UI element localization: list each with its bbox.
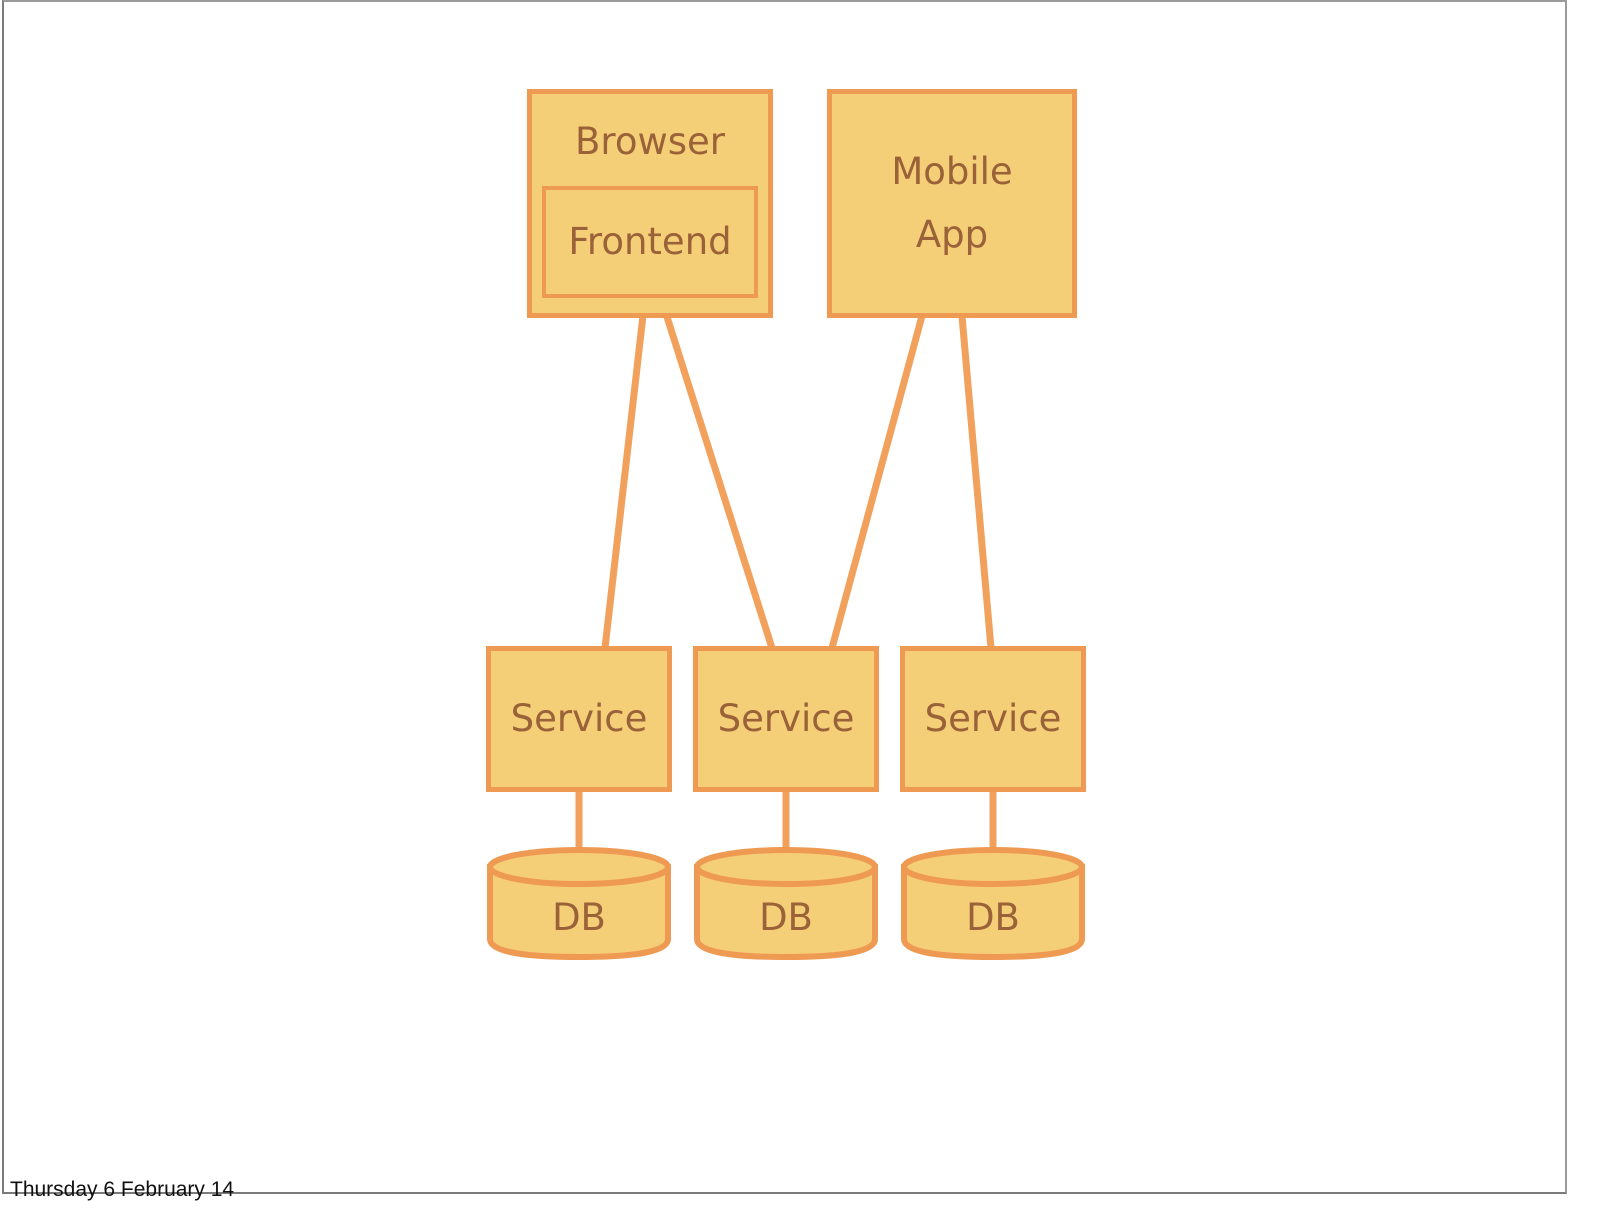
node-database-2[interactable]: DB — [693, 845, 879, 961]
node-service-3-label: Service — [924, 697, 1062, 741]
node-database-3[interactable]: DB — [900, 845, 1086, 961]
node-browser-label: Browser — [575, 120, 725, 163]
node-service-2-label: Service — [717, 697, 855, 741]
node-database-3-label: DB — [966, 895, 1020, 939]
node-service-1[interactable]: Service — [486, 646, 672, 792]
node-service-1-label: Service — [510, 697, 648, 741]
node-service-3[interactable]: Service — [900, 646, 1086, 792]
node-mobile-app[interactable]: Mobile App — [827, 89, 1077, 318]
node-database-1-label: DB — [552, 895, 606, 939]
slide-frame — [2, 0, 1567, 1194]
database-cylinder-icon — [901, 847, 1085, 961]
node-mobile-app-label-line-2: App — [915, 212, 989, 256]
node-database-1[interactable]: DB — [486, 845, 672, 961]
node-database-2-label: DB — [759, 895, 813, 939]
database-cylinder-icon — [487, 847, 671, 961]
footer-date: Thursday 6 February 14 — [10, 1178, 235, 1201]
database-cylinder-icon — [694, 847, 878, 961]
node-service-2[interactable]: Service — [693, 646, 879, 792]
node-frontend-label: Frontend — [568, 220, 732, 264]
node-mobile-app-label-line-1: Mobile — [891, 150, 1013, 194]
node-frontend[interactable]: Frontend — [542, 186, 758, 298]
